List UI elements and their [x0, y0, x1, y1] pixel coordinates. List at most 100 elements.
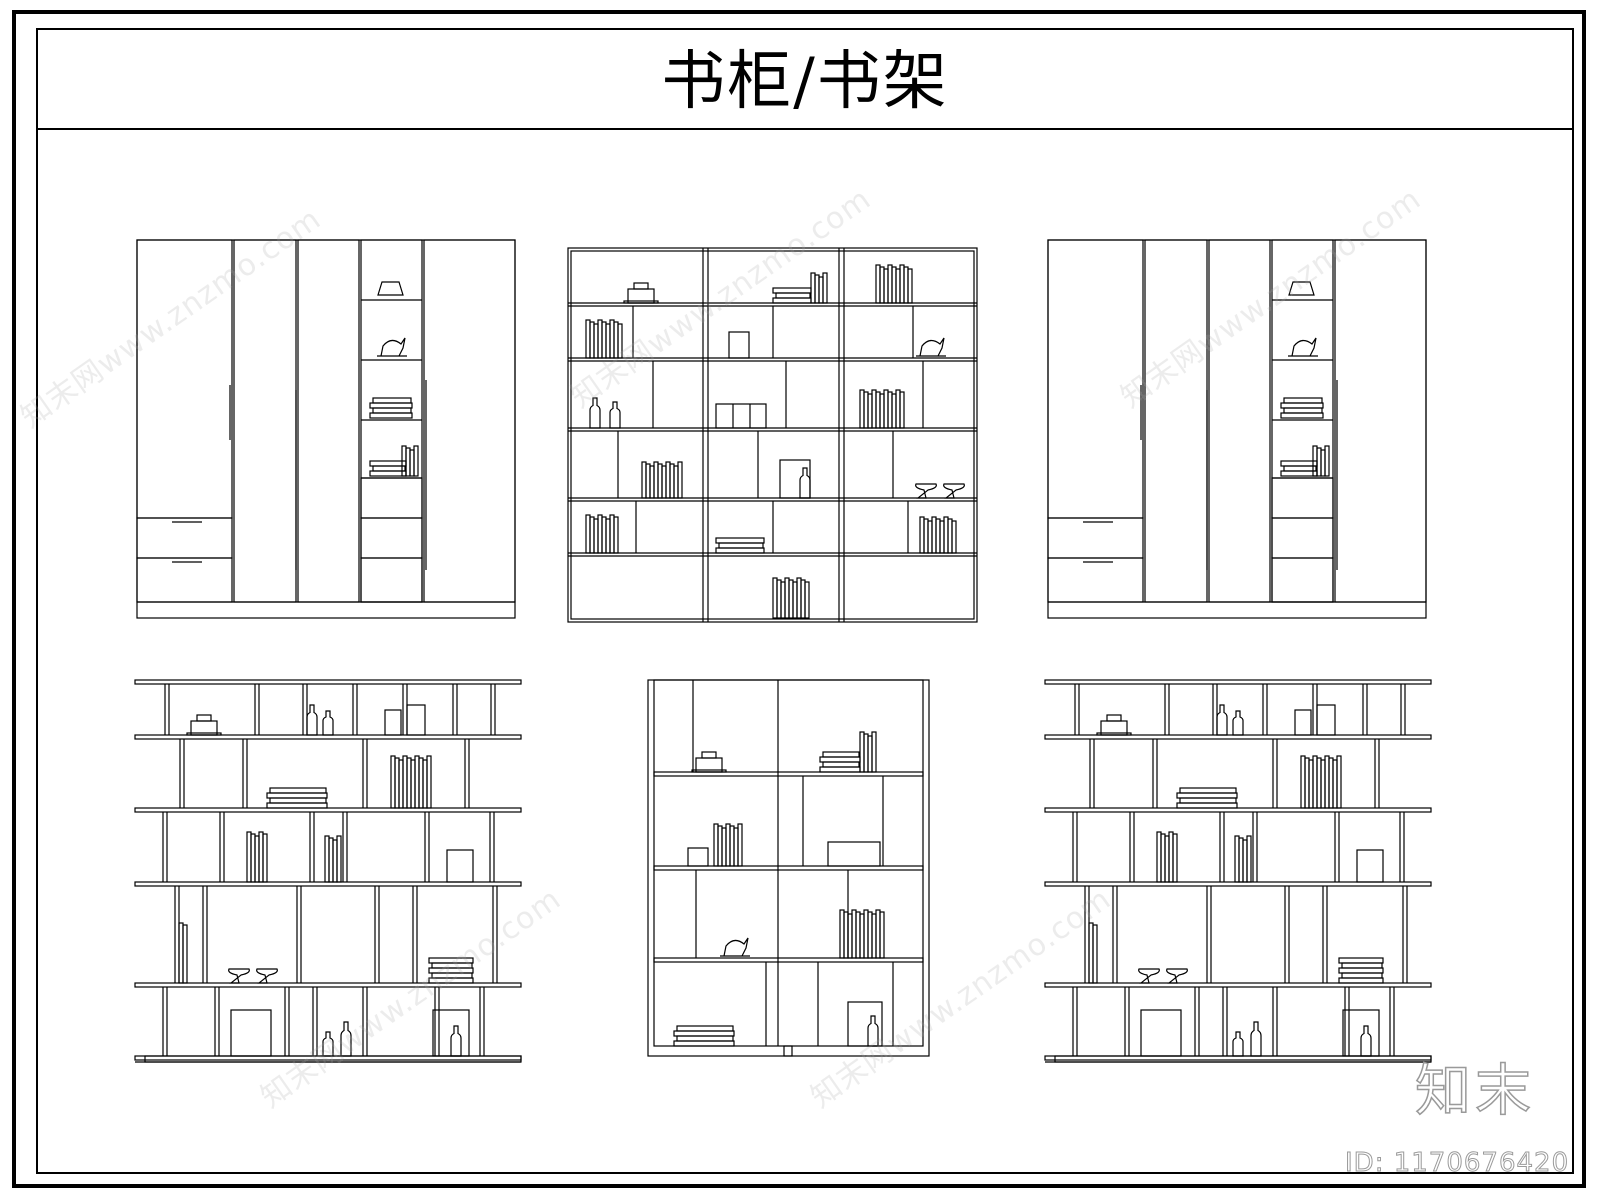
drawer — [1271, 557, 1334, 603]
book — [422, 759, 428, 809]
book — [879, 911, 885, 959]
book — [328, 837, 334, 883]
book-stack — [1176, 792, 1238, 799]
book — [414, 755, 420, 809]
decor-bowl — [943, 483, 965, 499]
book — [1336, 755, 1342, 809]
book — [822, 272, 828, 304]
photo-frame — [1294, 709, 1312, 736]
book — [324, 835, 330, 883]
book-stack — [1283, 465, 1317, 472]
drawer — [1047, 517, 1144, 559]
book — [402, 755, 408, 809]
book-stack — [269, 797, 327, 804]
base-board — [1054, 1055, 1432, 1063]
book-stack — [1179, 797, 1237, 804]
shelf — [653, 957, 924, 963]
door-tall — [233, 239, 297, 603]
book — [737, 823, 743, 867]
drawer — [1047, 557, 1144, 603]
decor-bowl — [228, 968, 250, 984]
animal-figurine — [720, 937, 750, 957]
vase — [1232, 1031, 1244, 1057]
jar-lid — [701, 751, 717, 759]
book-stack — [266, 792, 328, 799]
book-stack — [715, 547, 765, 554]
book — [394, 757, 400, 809]
wardrobe-bookcase-elevation-right — [1047, 239, 1427, 619]
bookcase-outline — [647, 679, 930, 1057]
book-stack — [676, 1025, 734, 1032]
book — [246, 831, 252, 883]
book-stack — [1179, 787, 1237, 794]
drawing-id: ID: 1170676420 — [1344, 1148, 1570, 1179]
vase — [1250, 1021, 1262, 1057]
book — [907, 268, 913, 304]
book — [951, 520, 957, 554]
animal-figurine — [1288, 337, 1318, 357]
drawer — [360, 557, 423, 603]
vase — [1360, 1025, 1372, 1057]
book — [1092, 924, 1098, 984]
book — [332, 839, 338, 883]
photo-frame — [406, 704, 426, 736]
book-stack — [369, 470, 407, 477]
shelf-board — [134, 679, 522, 685]
jar-lid — [196, 714, 212, 722]
book — [390, 755, 396, 809]
cube-bookshelf-elevation — [567, 247, 978, 623]
book — [871, 731, 877, 773]
book — [405, 447, 411, 477]
book-stack — [1341, 972, 1383, 979]
vase — [322, 1031, 334, 1057]
book — [336, 835, 342, 883]
drawer — [136, 517, 233, 559]
drawer — [360, 517, 423, 559]
book-stack — [673, 1030, 735, 1037]
shelf-board — [1044, 679, 1432, 685]
book — [1324, 445, 1330, 477]
drawer — [360, 477, 423, 519]
vase — [1216, 704, 1228, 736]
decor-bowl — [1166, 968, 1188, 984]
book-stack — [372, 407, 412, 414]
shelf — [653, 771, 924, 777]
book — [178, 922, 184, 984]
book — [262, 833, 268, 883]
storage-box — [687, 847, 709, 867]
decor-box — [1288, 281, 1315, 296]
book-stack — [822, 751, 860, 758]
book — [406, 757, 412, 809]
book-stack — [1280, 470, 1318, 477]
book-stack — [819, 756, 861, 763]
decor-bowl — [915, 483, 937, 499]
book — [398, 759, 404, 809]
book — [613, 516, 619, 554]
photo-frame — [384, 709, 402, 736]
bookshelf-inner — [570, 250, 975, 620]
book-stack — [673, 1040, 735, 1047]
drawer — [1271, 477, 1334, 519]
book-stack — [775, 292, 811, 299]
jar-lid — [633, 282, 649, 290]
book-stack — [369, 460, 407, 467]
book-stack — [369, 402, 413, 409]
book — [409, 449, 415, 477]
cup — [728, 331, 750, 359]
book-stack — [676, 1035, 734, 1042]
jar-base — [1096, 732, 1132, 736]
book-stack — [718, 542, 764, 549]
book — [418, 757, 424, 809]
book — [258, 831, 264, 883]
four-tier-bookcase-elevation — [647, 679, 930, 1057]
book-stack — [269, 787, 327, 794]
wardrobe-bookcase-elevation-left — [136, 239, 516, 619]
drawing-inner-frame: 书柜/书架 — [36, 28, 1574, 1174]
book-stack — [372, 465, 406, 472]
book-stack — [772, 287, 812, 294]
storage-boxes — [827, 841, 881, 867]
book-stack — [1280, 412, 1324, 419]
book-stack — [1280, 460, 1318, 467]
vase — [1232, 710, 1244, 736]
jar-base — [186, 732, 222, 736]
